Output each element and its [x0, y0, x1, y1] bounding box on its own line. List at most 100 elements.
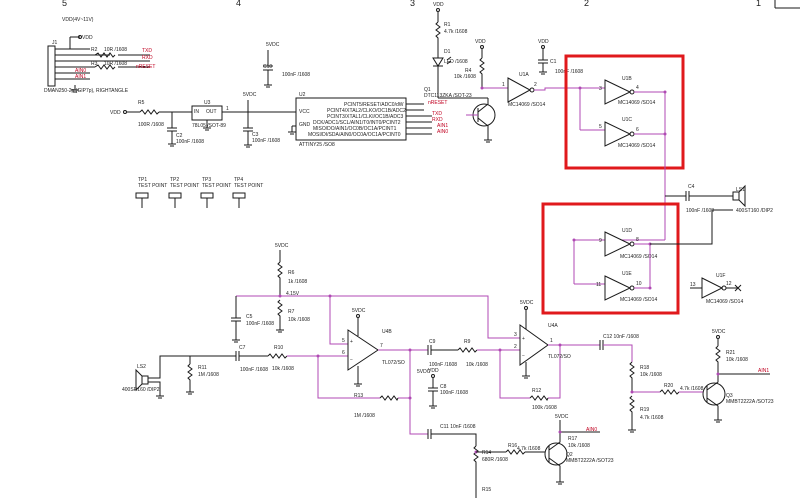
- led-d1: [432, 57, 444, 67]
- resistor-r18: [629, 361, 635, 392]
- u2-value: ATTINY25 /SO8: [299, 142, 335, 148]
- resistor-r19: [629, 395, 635, 430]
- tp3-ref: TP3: [202, 177, 211, 183]
- inverter-u1f: [701, 277, 724, 299]
- r9-value: 10k /1608: [466, 362, 488, 368]
- tp3-label: TEST POINT: [202, 183, 231, 189]
- u2-pin-4: DCK/ADC1/SCL/AIN1/T0/INT0/PCINT2: [313, 120, 401, 126]
- u4b-pin-5: 5: [342, 338, 345, 344]
- q3-value: MMBT2222A /SOT23: [726, 399, 774, 405]
- u2-pin-1: PCINT5/RESET/ADC0/dW: [344, 102, 404, 108]
- r11-value: 1M /1608: [198, 372, 219, 378]
- r2-value: 10R /1608: [104, 47, 127, 53]
- net-4v: 4.15V: [286, 291, 300, 297]
- resistor-r5: [139, 109, 160, 115]
- r17-5v: 5VDC: [555, 414, 569, 420]
- resistor-r21: [715, 345, 721, 376]
- c7-value: 100nF /1608: [240, 367, 268, 373]
- net-txd: TXD: [142, 48, 152, 54]
- c3-ref: C3: [252, 132, 259, 138]
- connector-j1: [47, 45, 56, 87]
- net-rxd-2: RXD: [432, 117, 443, 123]
- c3-value: 100nF /1608: [252, 138, 280, 144]
- r21-ref: R21: [726, 350, 735, 356]
- q1-ref: Q1: [424, 87, 431, 93]
- u4a-5v: 5VDC: [520, 300, 534, 306]
- tp1-ref: TP1: [138, 177, 147, 183]
- u3-value: 78L05 /SOT-89: [192, 123, 226, 129]
- r6-5v: 5VDC: [275, 243, 289, 249]
- u4a-plus: +: [522, 336, 525, 342]
- u1a-pin-in: 1: [502, 82, 505, 88]
- u4a-pin-2: 2: [514, 344, 517, 350]
- zone-5: 5: [62, 0, 67, 8]
- u1e-value: MC14069 /SO14: [620, 297, 657, 303]
- r12-value: 100k /1608: [532, 405, 557, 411]
- inverter-u1c: [604, 121, 632, 147]
- u2-ref: U2: [299, 92, 306, 98]
- zone-3: 3: [410, 0, 415, 8]
- r3-ref: R3: [91, 61, 98, 67]
- u3-5v: 5VDC: [243, 92, 257, 98]
- net-ain1-2: AIN1: [437, 123, 448, 129]
- c2-ref: C2: [176, 133, 183, 139]
- u1f-pin-out: 12: [726, 281, 732, 287]
- test-point-tp4: [232, 192, 246, 199]
- u4b-value: TL072/SO: [382, 360, 405, 366]
- resistor-r16: [505, 449, 526, 455]
- c8-ref: C8: [440, 384, 447, 390]
- u1e-pin-out: 10: [636, 281, 642, 287]
- r12-ref: R12: [532, 388, 541, 394]
- vdd-label-j1: VDD: [82, 35, 93, 41]
- u4b-pin-7: 7: [380, 343, 383, 349]
- inverter-u1d: [604, 231, 632, 257]
- r10-value: 10k /1608: [272, 366, 294, 372]
- ls1-value: 400ST160 /DIP2: [736, 208, 773, 214]
- transistor-q2: [544, 442, 568, 466]
- r9-ref: R9: [464, 339, 471, 345]
- c7-ref: C7: [239, 345, 246, 351]
- u2-gnd: GND: [299, 122, 311, 128]
- c12-label: C12 10nF /1608: [603, 334, 639, 340]
- j1-value: DMAN250-2p (GIP7p), RIGHTANGLE: [44, 88, 129, 94]
- u1d-pin-out: 8: [636, 237, 639, 243]
- r4-vdd: VDD: [475, 39, 486, 45]
- tp4-ref: TP4: [234, 177, 243, 183]
- j1-ref: J1: [52, 40, 58, 46]
- c10-value: 100nF /1608: [282, 72, 310, 78]
- c4-value: 100nF /1608: [686, 208, 714, 214]
- r16-ref: R16: [508, 443, 517, 449]
- highlight-box-u1d-u1e: [541, 202, 680, 315]
- net-ain0: AIN0: [75, 68, 86, 74]
- tp4-label: TEST POINT: [234, 183, 263, 189]
- r6-value: 1k /1608: [288, 279, 307, 285]
- opamp-u4a: [519, 324, 549, 366]
- net-ain0-2: AIN0: [437, 129, 448, 135]
- mcu-u2: [295, 97, 407, 141]
- r21-5v: 5VDC: [712, 329, 726, 335]
- r19-ref: R19: [640, 407, 649, 413]
- u1f-value: MC14069 /SO14: [706, 299, 743, 305]
- r19-value: 4.7k /1608: [640, 415, 664, 421]
- d1-ref: D1: [444, 49, 451, 55]
- ls1-ref: LS1: [736, 187, 745, 193]
- u1c-ref: U1C: [622, 117, 632, 123]
- u4b-minus: −: [350, 357, 353, 363]
- r1-vdd: VDD: [433, 2, 444, 8]
- net-rxd: RXD: [142, 55, 153, 61]
- c5-ref: C5: [246, 314, 253, 320]
- u2-pin-2: PCINT4/XTAL2/CLKO/OC1B/ADC2: [327, 108, 406, 114]
- c4-ref: C4: [688, 184, 695, 190]
- c5-value: 100nF /1608: [246, 321, 274, 327]
- q3-ref: Q3: [726, 393, 733, 399]
- r20-value: 4.7k /1608: [680, 386, 704, 392]
- u4a-pin-1: 1: [550, 338, 553, 344]
- r16-value: 4.7k /1608: [517, 446, 541, 452]
- tp1-label: TEST POINT: [138, 183, 167, 189]
- c11-label: C11 10nF /1608: [440, 424, 476, 430]
- u4b-plus: +: [350, 339, 353, 345]
- u4a-minus: −: [522, 353, 525, 359]
- r13-ref: R13: [354, 393, 363, 399]
- resistor-r10: [267, 353, 288, 359]
- u3-in: IN: [194, 109, 199, 115]
